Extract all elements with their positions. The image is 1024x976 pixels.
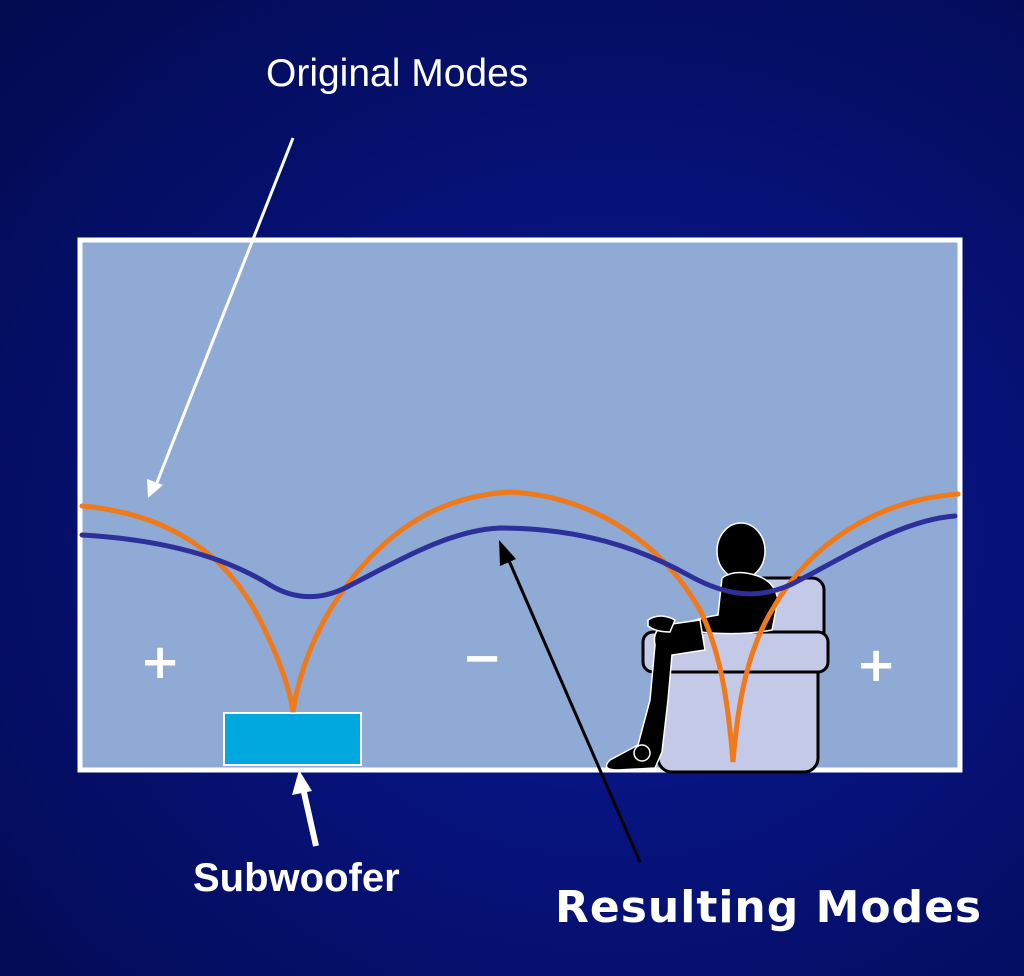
room <box>77 237 963 773</box>
original-modes-arrow <box>147 137 295 498</box>
plus-sign-left: + <box>140 634 181 690</box>
plus-sign-right: + <box>856 637 897 693</box>
resulting-modes-arrow <box>499 540 642 863</box>
minus-sign-middle: − <box>462 630 503 686</box>
subwoofer-box <box>223 712 362 766</box>
subwoofer-arrow <box>292 770 319 847</box>
original-modes-curve <box>79 489 961 763</box>
resulting-modes-curve <box>79 513 958 600</box>
subwoofer-label: Subwoofer <box>193 856 400 900</box>
resulting-modes-label: Resulting Modes <box>555 882 983 933</box>
original-modes-label: Original Modes <box>266 52 529 95</box>
listener-silhouette <box>605 522 779 771</box>
